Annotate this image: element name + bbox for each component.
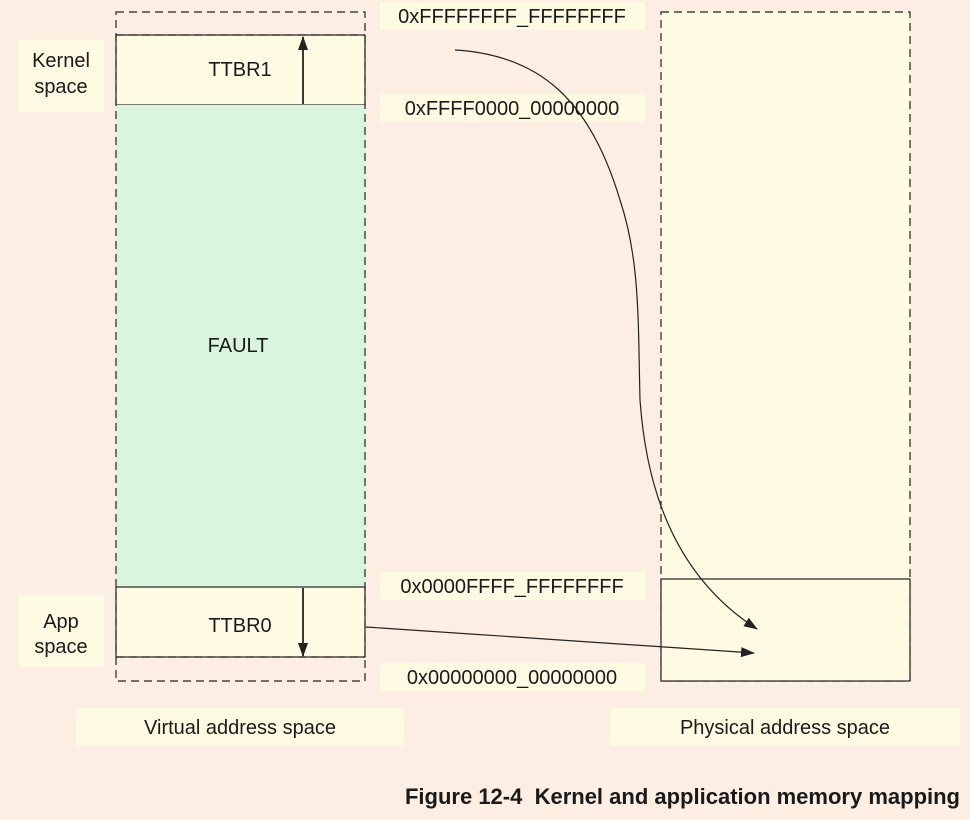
physical-title-box bbox=[610, 708, 960, 746]
physical-mapped-region bbox=[660, 578, 911, 682]
kernel-space-label-line2: space bbox=[34, 76, 87, 98]
address-user-top-box bbox=[380, 572, 645, 600]
address-kernel-base-box bbox=[380, 94, 645, 122]
address-top: 0xFFFFFFFF_FFFFFFFF bbox=[398, 6, 626, 28]
figure-caption: Figure 12-4 Kernel and application memor… bbox=[405, 784, 960, 809]
fault-label: FAULT bbox=[208, 335, 269, 357]
kernel-space-label-box bbox=[18, 40, 104, 112]
address-kernel-base: 0xFFFF0000_00000000 bbox=[405, 98, 620, 120]
virtual-title-box bbox=[76, 708, 404, 746]
address-bottom-box bbox=[380, 663, 645, 691]
fault-region bbox=[116, 105, 365, 587]
ttbr1-label: TTBR1 bbox=[208, 59, 271, 81]
virtual-address-space-title: Virtual address space bbox=[144, 717, 336, 739]
physical-address-space-title: Physical address space bbox=[680, 717, 890, 739]
kernel-region bbox=[115, 34, 366, 106]
app-mapping-arrow bbox=[365, 626, 755, 658]
app-space-label-box bbox=[18, 595, 104, 667]
app-region bbox=[115, 586, 366, 658]
kernel-mapping-arrow bbox=[454, 49, 758, 630]
app-space-label-line2: space bbox=[34, 636, 87, 658]
ttbr0-label: TTBR0 bbox=[208, 615, 271, 637]
address-top-box bbox=[380, 2, 645, 30]
kernel-space-label-line1: Kernel bbox=[32, 50, 90, 72]
address-bottom: 0x00000000_00000000 bbox=[407, 667, 617, 689]
virtual-address-outline bbox=[115, 11, 366, 682]
app-space-label-line1: App bbox=[43, 611, 79, 633]
address-user-top: 0x0000FFFF_FFFFFFFF bbox=[400, 576, 623, 598]
